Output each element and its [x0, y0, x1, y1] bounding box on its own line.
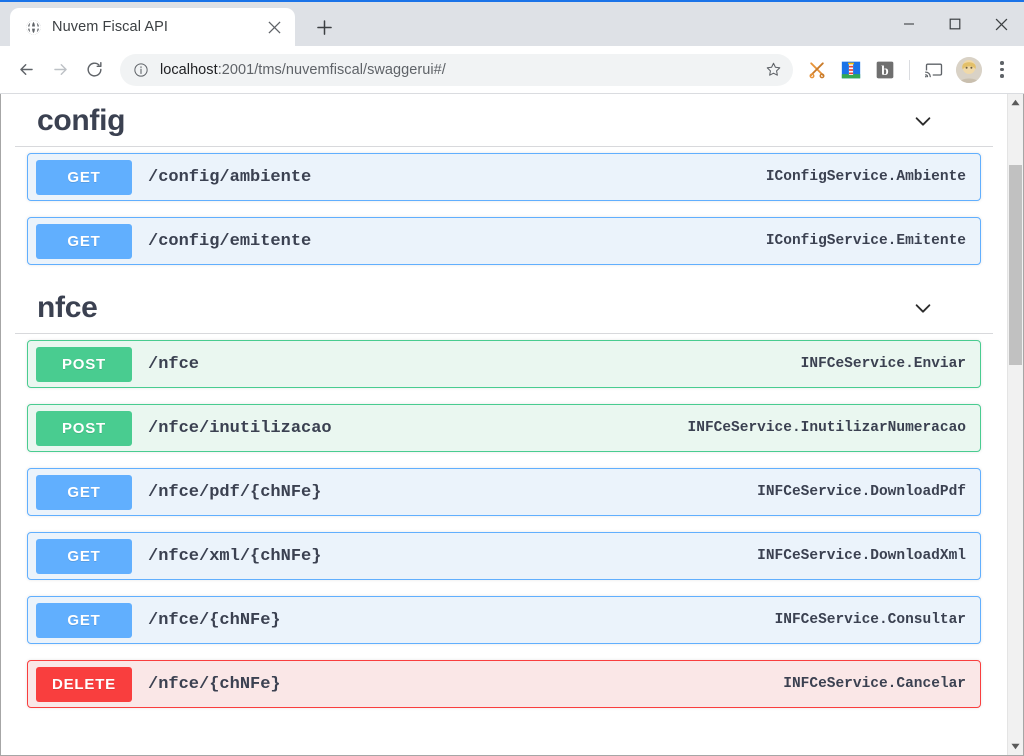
- operation-list-config: GET /config/ambiente IConfigService.Ambi…: [11, 147, 997, 265]
- operation-row[interactable]: POST /nfce INFCeService.Enviar: [27, 340, 981, 388]
- operation-path: /nfce/{chNFe}: [148, 610, 281, 630]
- tab-title: Nuvem Fiscal API: [52, 19, 169, 35]
- operation-row[interactable]: GET /nfce/xml/{chNFe} INFCeService.Downl…: [27, 532, 981, 580]
- method-badge: GET: [36, 474, 132, 510]
- section-header-nfce[interactable]: nfce: [15, 281, 993, 334]
- swagger-ui: config GET /config/ambiente IConfigServi…: [1, 94, 1007, 755]
- bitwarden-b-icon[interactable]: b: [870, 55, 900, 85]
- operation-path: /nfce: [148, 354, 200, 374]
- page-scrollbar[interactable]: [1007, 94, 1023, 755]
- operation-summary: INFCeService.Enviar: [800, 356, 966, 372]
- method-badge: POST: [36, 346, 132, 382]
- close-window-icon[interactable]: [978, 4, 1024, 44]
- window-controls: [886, 4, 1024, 44]
- minimize-icon[interactable]: [886, 4, 932, 44]
- scrollbar-thumb[interactable]: [1009, 165, 1022, 365]
- chevron-down-icon[interactable]: [903, 293, 943, 323]
- address-bar[interactable]: localhost:2001/tms/nuvemfiscal/swaggerui…: [120, 53, 793, 86]
- globe-icon: [24, 18, 42, 36]
- operation-row[interactable]: GET /config/emitente IConfigService.Emit…: [27, 217, 981, 265]
- scroll-down-arrow[interactable]: [1008, 738, 1023, 755]
- operation-summary: INFCeService.InutilizarNumeracao: [687, 420, 966, 436]
- window-top-accent: [0, 0, 1024, 2]
- chevron-down-icon[interactable]: [903, 106, 943, 136]
- scroll-up-arrow[interactable]: [1008, 94, 1023, 111]
- operation-list-nfce: POST /nfce INFCeService.Enviar POST /nfc…: [11, 334, 997, 708]
- section-title: nfce: [37, 291, 98, 324]
- method-badge: GET: [36, 538, 132, 574]
- three-dot-menu[interactable]: [988, 55, 1016, 85]
- section-title: config: [37, 104, 126, 137]
- operation-row[interactable]: DELETE /nfce/{chNFe} INFCeService.Cancel…: [27, 660, 981, 708]
- cut-tool-icon[interactable]: [802, 55, 832, 85]
- operation-row[interactable]: POST /nfce/inutilizacao INFCeService.Inu…: [27, 404, 981, 452]
- operation-summary: IConfigService.Ambiente: [765, 169, 966, 185]
- url-path: :2001/tms/nuvemfiscal/swaggerui#/: [217, 61, 446, 78]
- operation-path: /config/emitente: [148, 231, 312, 251]
- method-badge: GET: [36, 602, 132, 638]
- section-nfce: nfce POST /nfce INFCeService.Enviar: [11, 281, 997, 708]
- operation-path: /nfce/inutilizacao: [148, 418, 332, 438]
- section-config: config GET /config/ambiente IConfigServi…: [11, 94, 997, 265]
- page-content: config GET /config/ambiente IConfigServi…: [1, 94, 1007, 755]
- browser-tab[interactable]: Nuvem Fiscal API: [10, 8, 295, 46]
- operation-row[interactable]: GET /config/ambiente IConfigService.Ambi…: [27, 153, 981, 201]
- operation-summary: IConfigService.Emitente: [765, 233, 966, 249]
- operation-summary: INFCeService.Cancelar: [783, 676, 966, 692]
- operation-summary: INFCeService.DownloadXml: [757, 548, 966, 564]
- cast-icon[interactable]: [919, 55, 949, 85]
- page-viewport: config GET /config/ambiente IConfigServi…: [0, 94, 1024, 756]
- method-badge: GET: [36, 223, 132, 259]
- maximize-icon[interactable]: [932, 4, 978, 44]
- lighthouse-icon[interactable]: [836, 55, 866, 85]
- site-info-icon[interactable]: [132, 61, 150, 79]
- scrollbar-track[interactable]: [1008, 111, 1023, 738]
- method-badge: POST: [36, 410, 132, 446]
- method-badge: DELETE: [36, 666, 132, 702]
- operation-row[interactable]: GET /nfce/{chNFe} INFCeService.Consultar: [27, 596, 981, 644]
- operation-path: /nfce/pdf/{chNFe}: [148, 482, 322, 502]
- operation-path: /nfce/xml/{chNFe}: [148, 546, 322, 566]
- toolbar-divider: [909, 59, 910, 80]
- forward-button[interactable]: [44, 54, 76, 86]
- reload-button[interactable]: [78, 54, 110, 86]
- url-host: localhost: [160, 61, 218, 78]
- tab-strip: Nuvem Fiscal API: [0, 2, 1024, 46]
- operation-summary: INFCeService.Consultar: [774, 612, 966, 628]
- method-badge: GET: [36, 159, 132, 195]
- back-button[interactable]: [10, 54, 42, 86]
- profile-avatar[interactable]: [956, 56, 982, 83]
- close-icon[interactable]: [263, 16, 285, 38]
- new-tab-button[interactable]: [309, 12, 339, 42]
- operation-summary: INFCeService.DownloadPdf: [757, 484, 966, 500]
- operation-row[interactable]: GET /nfce/pdf/{chNFe} INFCeService.Downl…: [27, 468, 981, 516]
- browser-toolbar: localhost:2001/tms/nuvemfiscal/swaggerui…: [0, 46, 1024, 94]
- svg-text:b: b: [881, 63, 888, 78]
- bookmark-star-icon[interactable]: [759, 56, 787, 84]
- section-header-config[interactable]: config: [15, 94, 993, 147]
- operation-path: /nfce/{chNFe}: [148, 674, 281, 694]
- url-text: localhost:2001/tms/nuvemfiscal/swaggerui…: [160, 62, 749, 78]
- operation-path: /config/ambiente: [148, 167, 312, 187]
